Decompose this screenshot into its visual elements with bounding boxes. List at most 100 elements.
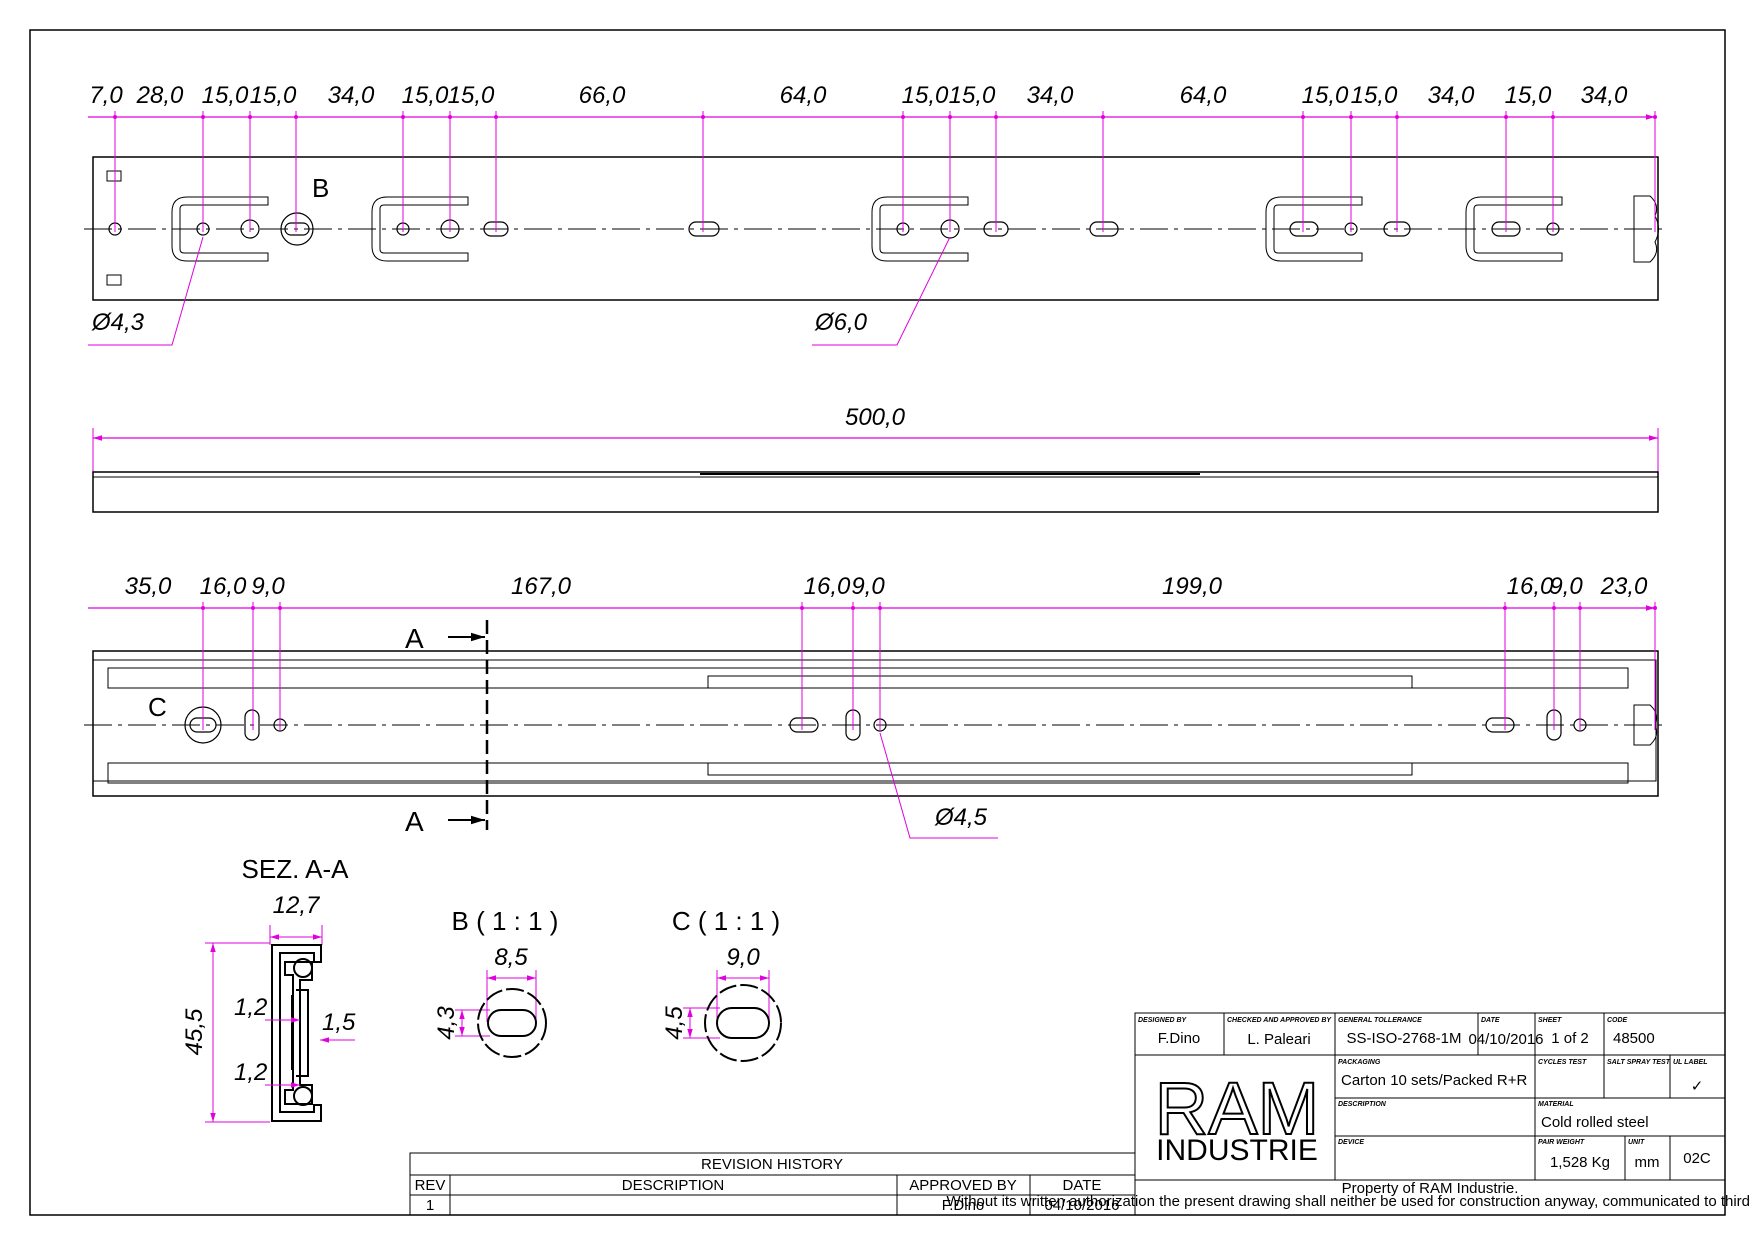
dimension-label: 34,0	[1581, 82, 1628, 109]
dimension-label: 9,0	[251, 573, 285, 600]
checked-by: L. Paleari	[1247, 1031, 1310, 1048]
dimension-tick	[994, 115, 998, 119]
u-tab	[871, 196, 969, 262]
section-label-top: A	[405, 623, 424, 654]
revision-header-description: DESCRIPTION	[622, 1177, 725, 1194]
dimension-label: 15,0	[202, 82, 249, 109]
dimension-label: 15,0	[1351, 82, 1398, 109]
dimension-tick	[1503, 606, 1507, 610]
dimension-tick	[1395, 115, 1399, 119]
revision-header-rev: REV	[415, 1177, 446, 1194]
revision-title: REVISION HISTORY	[701, 1156, 843, 1173]
packaging: Carton 10 sets/Packed R+R	[1341, 1072, 1528, 1089]
dimension-tick	[201, 606, 205, 610]
dimension-tick	[201, 115, 205, 119]
revision-header-approved: APPROVED BY	[909, 1177, 1017, 1194]
detail-b-label: B	[312, 173, 329, 203]
section-label-bottom: A	[405, 806, 424, 837]
u-tab	[1265, 196, 1363, 262]
detail-b-slot	[284, 222, 310, 236]
code: 48500	[1613, 1030, 1655, 1047]
dimension-label: 167,0	[511, 573, 572, 600]
dimension-label: 64,0	[1180, 82, 1227, 109]
property-note: Property of RAM Industrie.	[1342, 1180, 1519, 1197]
dimension-label: 34,0	[328, 82, 375, 109]
dimension-label: 15,0	[250, 82, 297, 109]
bottom-view: A A C Ø4,5	[84, 620, 1665, 839]
dimension-label: 15,0	[902, 82, 949, 109]
description-label: DESCRIPTION	[1338, 1101, 1387, 1108]
section-a-a: SEZ. A-A 12,7 45,5 1,2 1,5 1,2	[181, 854, 356, 1123]
dimension-label: 7,0	[89, 82, 123, 109]
inner-rail	[107, 667, 1629, 689]
dimension-label: 23,0	[1600, 573, 1648, 600]
dimension-tick	[878, 606, 882, 610]
ball-bottom	[293, 1086, 313, 1106]
dimension-label: 34,0	[1027, 82, 1074, 109]
section-height: 45,5	[181, 1008, 208, 1055]
weight: 1,528 Kg	[1550, 1154, 1610, 1171]
packaging-label: PACKAGING	[1338, 1059, 1381, 1066]
side-rail-outline	[92, 471, 1659, 513]
detail-c-slot-shape	[716, 1007, 770, 1039]
dimension-tick	[1653, 606, 1657, 610]
material-label: MATERIAL	[1538, 1101, 1574, 1108]
hole-6-0-label: Ø6,0	[814, 309, 868, 336]
dimension-tick	[278, 606, 282, 610]
tolerance-label: GENERAL TOLLERANCE	[1338, 1017, 1422, 1024]
dimension-tick	[494, 115, 498, 119]
section-title: SEZ. A-A	[242, 854, 350, 884]
checked-label: CHECKED AND APPROVED BY	[1227, 1017, 1332, 1024]
material: Cold rolled steel	[1541, 1114, 1649, 1131]
dimension-tick	[1301, 115, 1305, 119]
disclaimer-note: Without its written authorization the pr…	[947, 1193, 1755, 1210]
dimension-tick	[294, 115, 298, 119]
ul-label: UL LABEL	[1673, 1059, 1707, 1066]
dimension-tick	[901, 115, 905, 119]
bottom-rail-outline	[92, 650, 1659, 797]
detail-c-circle	[704, 984, 782, 1062]
hole-4-5-label: Ø4,5	[934, 804, 988, 831]
code-label: CODE	[1607, 1017, 1628, 1024]
tolerance: SS-ISO-2768-1M	[1346, 1030, 1461, 1047]
leader-hole-4-3	[88, 236, 204, 346]
detail-b-slot-shape	[487, 1009, 537, 1037]
dimension-label: 15,0	[1505, 82, 1552, 109]
side-view: 500,0	[92, 404, 1659, 513]
revision-row-date: 04/10/2016	[1044, 1197, 1119, 1214]
dimension-tick	[701, 115, 705, 119]
detail-c-label: C	[148, 692, 167, 722]
slot	[1485, 717, 1515, 733]
dimension-label: 34,0	[1428, 82, 1475, 109]
title-block	[1134, 1012, 1726, 1216]
end-clip	[1633, 195, 1659, 263]
slot	[789, 717, 819, 733]
detail-b-height: 4,3	[433, 1006, 460, 1040]
dimension-tick	[1551, 115, 1555, 119]
dimension-tick	[1653, 115, 1657, 119]
ball-cage	[707, 675, 1413, 689]
company-logo-industrie: INDUSTRIE	[1156, 1134, 1318, 1167]
detail-b-view: B ( 1 : 1 ) 8,5 4,3	[433, 906, 559, 1058]
tab-slot-icon	[106, 170, 122, 182]
top-view: B Ø4,3 Ø6,0	[84, 156, 1665, 346]
detail-b-circle	[477, 988, 547, 1058]
dimension-label: 15,0	[949, 82, 996, 109]
dimension-label: 16,0	[804, 573, 851, 600]
dimension-label: 64,0	[780, 82, 827, 109]
detail-b-hole	[280, 212, 314, 246]
detail-b-title: B ( 1 : 1 )	[452, 906, 559, 936]
dimension-label: 28,0	[136, 82, 184, 109]
dimension-tick	[851, 606, 855, 610]
dimension-tick	[401, 115, 405, 119]
salt-label: SALT SPRAY TEST	[1607, 1059, 1671, 1066]
revision-header-date: DATE	[1063, 1177, 1102, 1194]
dimension-tick	[1504, 115, 1508, 119]
detail-c-width: 9,0	[726, 944, 760, 971]
ball-cage	[707, 762, 1413, 776]
slot	[244, 709, 260, 741]
device-label: DEVICE	[1338, 1139, 1364, 1146]
